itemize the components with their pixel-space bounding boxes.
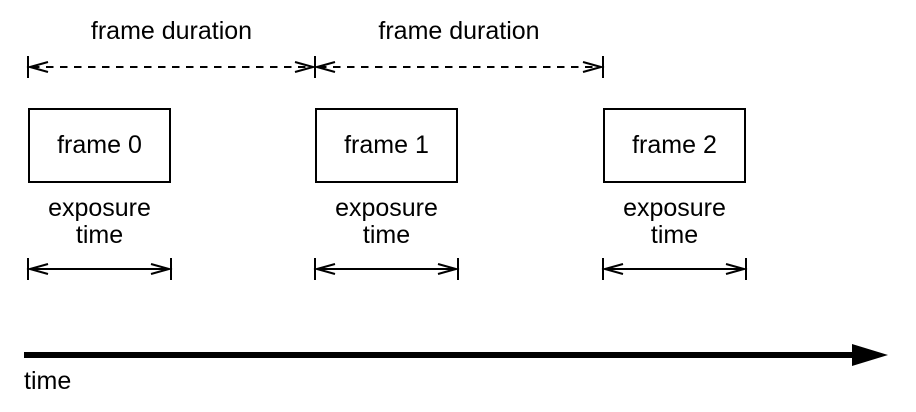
frame-duration-arrow-0 [26,56,317,78]
time-axis-label: time [24,367,72,395]
arrowhead-left-icon [601,263,624,275]
time-axis-arrowhead-icon [852,344,888,366]
exposure-time-label-1: exposure time [335,194,438,249]
frame-box-label: frame 1 [344,131,429,159]
arrowhead-right-icon [725,263,748,275]
frame-box-1: frame 1 [315,108,458,183]
arrowhead-right-icon [582,61,605,73]
arrowhead-right-icon [437,263,460,275]
exposure-time-arrow-2 [601,258,748,280]
arrowhead-right-icon [294,61,317,73]
exposure-time-arrow-1 [313,258,460,280]
exposure-time-label-2: exposure time [623,194,726,249]
frame-box-label: frame 0 [57,131,142,159]
arrowhead-left-icon [313,263,336,275]
frame-box-2: frame 2 [603,108,746,183]
frame-duration-arrow-1 [313,56,605,78]
frame-duration-label-0: frame duration [90,17,253,45]
frame-box-label: frame 2 [632,131,717,159]
arrowhead-left-icon [26,61,49,73]
arrowhead-left-icon [313,61,336,73]
frame-box-0: frame 0 [28,108,171,183]
arrowhead-right-icon [150,263,173,275]
exposure-time-arrow-0 [26,258,173,280]
time-axis-arrow [24,344,888,366]
arrowhead-left-icon [26,263,49,275]
exposure-time-label-0: exposure time [48,194,151,249]
frame-duration-label-1: frame duration [378,17,540,45]
